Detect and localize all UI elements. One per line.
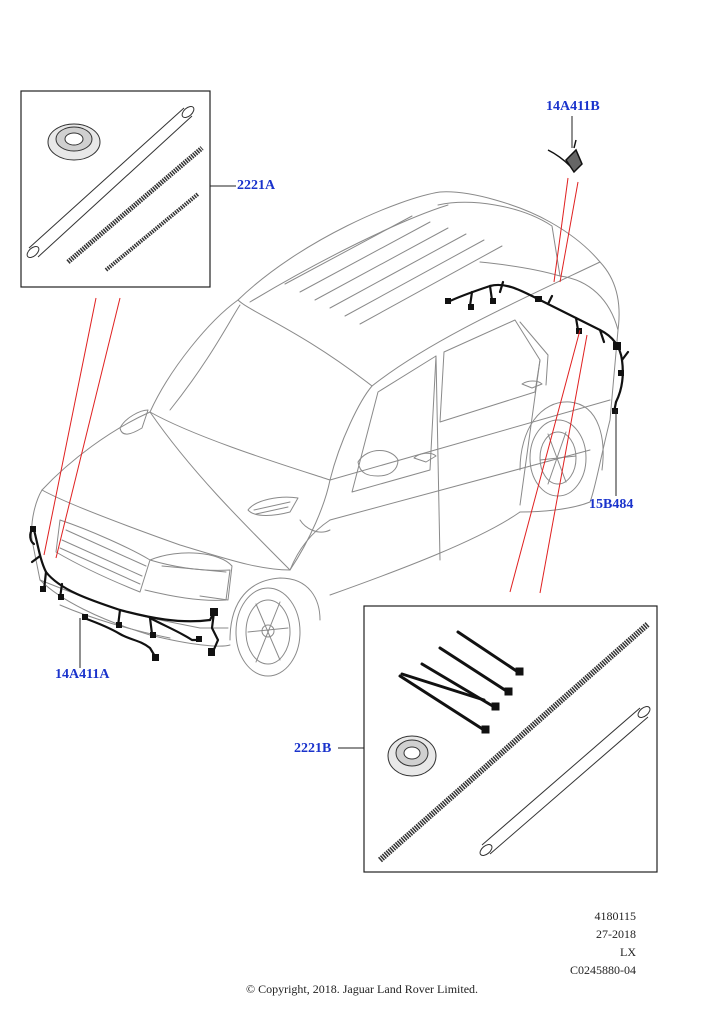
callout-14a411a[interactable]: 14A411A	[55, 667, 110, 682]
callout-14a411b[interactable]: 14A411B	[546, 99, 600, 114]
callout-leaders	[79, 116, 617, 749]
kit-box-2221b	[363, 605, 658, 873]
grommet-icon	[387, 735, 437, 777]
illustration-date: 27-2018	[596, 927, 636, 941]
illustration-reference: C0245880-04	[570, 963, 636, 977]
rear-harness-connectors	[445, 296, 624, 414]
cable-tie-icon	[398, 630, 524, 734]
callout-2221a[interactable]: 2221A	[237, 178, 276, 193]
illustration-variant: LX	[620, 945, 636, 959]
leader-lines	[43, 177, 588, 594]
copyright-notice: © Copyright, 2018. Jaguar Land Rover Lim…	[245, 982, 479, 996]
rear-harness-15b484	[446, 280, 630, 414]
callout-2221b[interactable]: 2221B	[294, 741, 332, 756]
sensor-connector-14a411b	[547, 139, 583, 174]
kit-box-2221a	[20, 90, 211, 288]
illustration-code: 4180115	[594, 909, 636, 923]
tube-icon	[479, 706, 651, 856]
tube-icon	[26, 105, 195, 259]
conduit-icon	[66, 146, 204, 272]
grommet-icon	[47, 123, 101, 161]
front-harness-connectors	[30, 526, 218, 661]
callout-15b484[interactable]: 15B484	[589, 497, 634, 512]
conduit-icon	[378, 621, 650, 863]
